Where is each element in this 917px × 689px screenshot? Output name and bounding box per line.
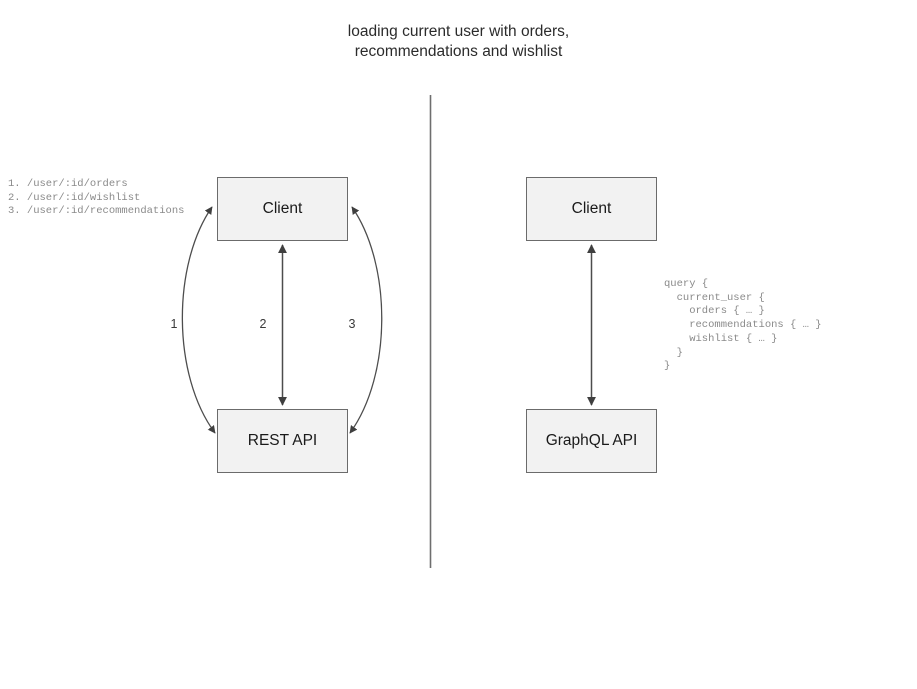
node-client-right[interactable]: Client	[526, 177, 657, 241]
rest-endpoints-list: 1. /user/:id/orders 2. /user/:id/wishlis…	[8, 178, 185, 218]
node-client-right-label: Client	[571, 200, 612, 217]
edge-1-curve	[181, 206, 216, 434]
node-graphql-api-label: GraphQL API	[545, 432, 638, 449]
edge-3-curve	[349, 206, 383, 434]
node-rest-api-label: REST API	[247, 432, 318, 449]
node-client-left-label: Client	[262, 200, 303, 217]
diagram-title: loading current user with orders, recomm…	[347, 23, 570, 60]
node-client-left[interactable]: Client	[217, 177, 348, 241]
node-graphql-api[interactable]: GraphQL API	[526, 409, 657, 473]
node-rest-api[interactable]: REST API	[217, 409, 348, 473]
edge-label-1: 1	[170, 317, 178, 331]
edge-label-3: 3	[348, 317, 356, 331]
edge-label-2: 2	[259, 317, 267, 331]
graphql-query-snippet: query { current_user { orders { … } reco…	[664, 278, 822, 373]
